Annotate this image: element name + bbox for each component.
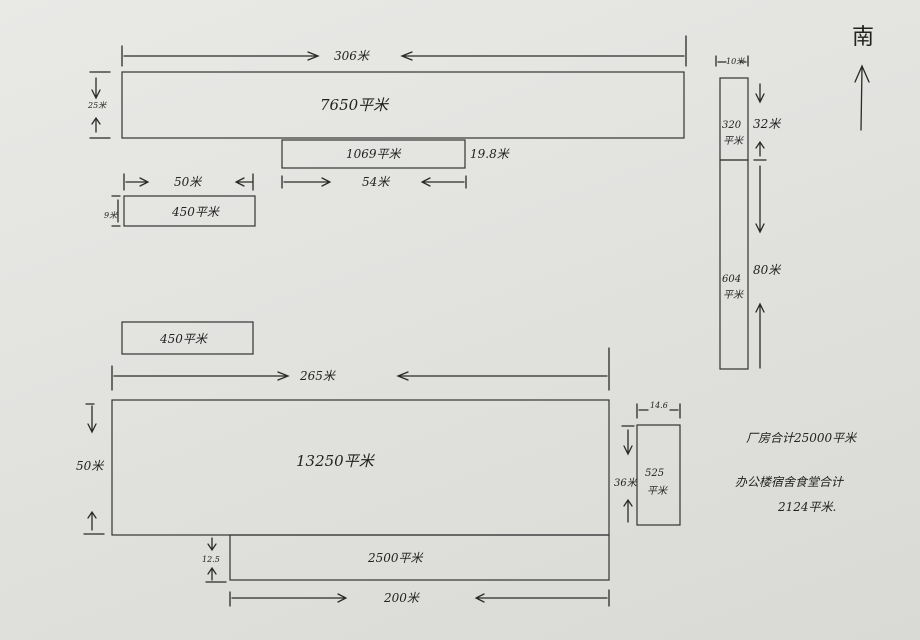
summary-line3: 2124平米. xyxy=(777,500,836,514)
tower-lower-area-line1: 604 xyxy=(722,274,741,285)
compass-label: 南 xyxy=(852,25,874,50)
building-e-width-arrow xyxy=(111,347,610,391)
building-c-width-label: 50米 xyxy=(174,175,203,189)
tower-width-arrow xyxy=(715,55,749,67)
summary-line2: 办公楼宿舍食堂合计 xyxy=(735,475,845,489)
building-a-depth-label: 25米 xyxy=(87,101,107,110)
building-g-width-arrow xyxy=(636,403,681,419)
building-a-depth-arrow xyxy=(89,71,111,139)
building-c-rect xyxy=(123,195,256,227)
building-f-area-label: 2500平米 xyxy=(367,551,425,565)
building-c-depth-arrow xyxy=(111,195,121,227)
building-f-depth-arrow xyxy=(205,537,227,583)
tower-upper-area-line2: 平米 xyxy=(723,135,744,147)
building-b-depth-label: 19.8米 xyxy=(470,147,511,161)
building-f-width-label: 200米 xyxy=(383,591,421,605)
tower-lower-rect xyxy=(719,159,749,370)
building-g-depth-arrow xyxy=(621,425,635,523)
building-g-width-label: 14.6 xyxy=(650,401,668,410)
building-b-area-label: 1069平米 xyxy=(346,147,403,161)
building-a-width-arrow xyxy=(123,51,685,61)
building-a-area-label: 7650平米 xyxy=(320,96,390,114)
building-g-area-line1: 525 xyxy=(645,468,664,479)
tower-upper-rect xyxy=(719,77,749,161)
building-f-rect xyxy=(229,534,610,581)
tower-upper-depth-label: 32米 xyxy=(753,117,782,131)
tower-lower-depth-arrow xyxy=(755,165,765,369)
building-f-depth-label: 12.5 xyxy=(202,555,220,564)
building-c-depth-label: 9米 xyxy=(104,211,118,220)
building-c-width-arrow xyxy=(123,173,254,191)
building-a-extent-ticks xyxy=(121,35,687,67)
building-g-depth-label: 36米 xyxy=(614,477,638,489)
building-b-width-label: 54米 xyxy=(362,175,391,189)
building-f-width-arrow xyxy=(229,589,610,607)
building-b-rect xyxy=(281,139,466,169)
building-e-depth-arrow xyxy=(83,403,105,535)
tower-lower-depth-label: 80米 xyxy=(753,263,782,277)
tower-width-label: 10米 xyxy=(726,57,745,66)
building-e-area-label: 13250平米 xyxy=(296,452,376,470)
building-a-width-label: 306米 xyxy=(334,49,371,63)
building-d-area-label: 450平米 xyxy=(159,332,209,346)
tower-upper-area-line1: 320 xyxy=(722,120,742,131)
building-e-width-label: 265米 xyxy=(299,369,337,383)
building-b-width-arrow xyxy=(281,175,467,189)
north-arrow-icon xyxy=(854,64,870,131)
building-d-rect xyxy=(121,321,254,355)
building-e-depth-label: 50米 xyxy=(76,459,105,473)
tower-lower-area-line2: 平米 xyxy=(723,289,744,301)
tower-upper-depth-arrow xyxy=(753,83,767,161)
building-g-rect xyxy=(636,424,681,526)
building-c-area-label: 450平米 xyxy=(171,205,221,219)
building-a-rect xyxy=(121,71,685,139)
summary-line1: 厂房合计25000平米 xyxy=(746,431,858,445)
building-g-area-line2: 平米 xyxy=(647,485,668,497)
